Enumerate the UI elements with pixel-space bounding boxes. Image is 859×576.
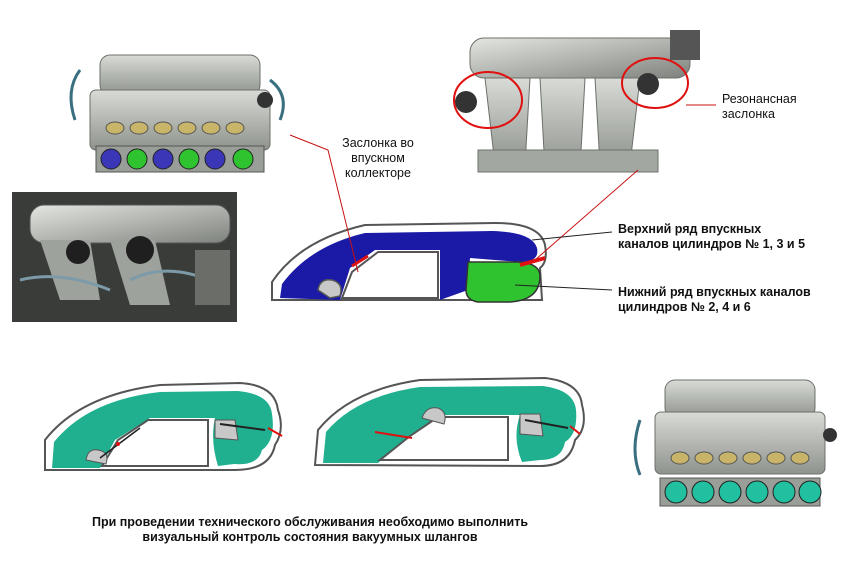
resonance-flap-marker-right [621, 57, 689, 109]
upper-port-icon [100, 148, 122, 170]
manifold-photo-bottom-right [625, 372, 837, 512]
lower-port-icon [126, 148, 148, 170]
resonance-flap [519, 256, 546, 267]
intake-flap [351, 254, 369, 268]
resonance-flap-label: Резонансная заслонка [722, 92, 797, 121]
manifold-photo-top-left [60, 40, 290, 175]
resonance-flap-marker-left [453, 71, 523, 129]
upper-row-label: Верхний ряд впускных каналов цилиндров №… [618, 222, 806, 251]
section-diagram-teal-middle [313, 376, 585, 468]
maintenance-caption: При проведении технического обслуживания… [91, 515, 529, 544]
intake-flap-label: Заслонка во впускном коллекторе [342, 136, 414, 180]
section-diagram-teal-left [44, 381, 283, 471]
upper-channel-region [280, 231, 538, 300]
leader-lines [289, 104, 716, 291]
section-diagram-colored [271, 221, 547, 303]
engine-photo-left [12, 192, 237, 322]
lower-row-label: Нижний ряд впускных каналов цилиндров № … [618, 285, 811, 314]
manifold-photo-top-right [452, 22, 712, 182]
lower-channel-region [465, 261, 541, 303]
